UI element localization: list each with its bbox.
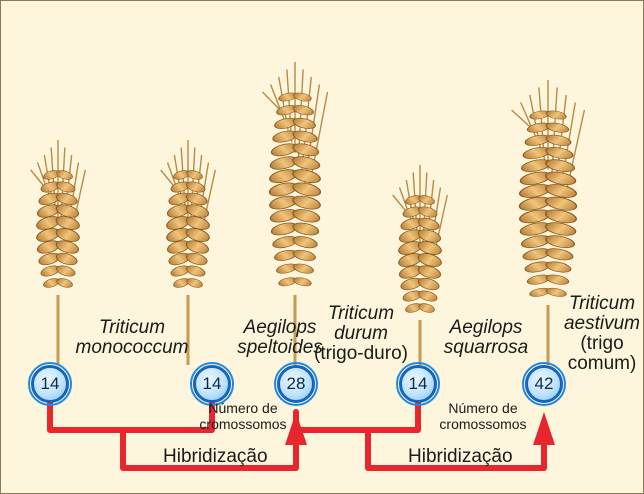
chromosome-caption-2: Número de cromossomos	[428, 400, 538, 432]
caption-line: cromossomos	[428, 416, 538, 432]
hybridization-label-2: Hibridização	[408, 446, 513, 468]
chromosome-badge-monococcum: 14	[31, 365, 69, 403]
chromosome-badge-squarrosa: 14	[399, 365, 437, 403]
species-epithet: squarrosa	[440, 338, 532, 358]
species-label-aestivum: Triticum aestivum (trigo comum)	[560, 294, 644, 374]
species-label-durum: Triticum durum (trigo-duro)	[306, 304, 416, 364]
connector-durum	[296, 398, 418, 430]
species-genus: Triticum	[306, 304, 416, 324]
caption-line: Número de	[428, 400, 538, 416]
species-common-name: (trigo-duro)	[306, 344, 416, 364]
species-label-squarrosa: Aegilops squarrosa	[440, 318, 532, 358]
caption-line: Número de	[188, 400, 298, 416]
species-epithet: monococcum	[72, 338, 192, 358]
species-epithet: aestivum	[560, 314, 644, 334]
species-label-monococcum: Triticum monococcum	[72, 318, 192, 358]
species-genus: Triticum	[72, 318, 192, 338]
caption-line: cromossomos	[188, 416, 298, 432]
species-epithet: durum	[306, 324, 416, 344]
species-common-name-2: comum)	[560, 354, 644, 374]
species-common-name-1: (trigo	[560, 334, 644, 354]
chromosome-badge-aestivum: 42	[525, 365, 563, 403]
chromosome-caption-1: Número de cromossomos	[188, 400, 298, 432]
species-genus: Aegilops	[440, 318, 532, 338]
chromosome-badge-durum: 28	[277, 365, 315, 403]
species-genus: Triticum	[560, 294, 644, 314]
chromosome-badge-speltoides: 14	[193, 365, 231, 403]
hybridization-label-1: Hibridização	[163, 446, 268, 468]
